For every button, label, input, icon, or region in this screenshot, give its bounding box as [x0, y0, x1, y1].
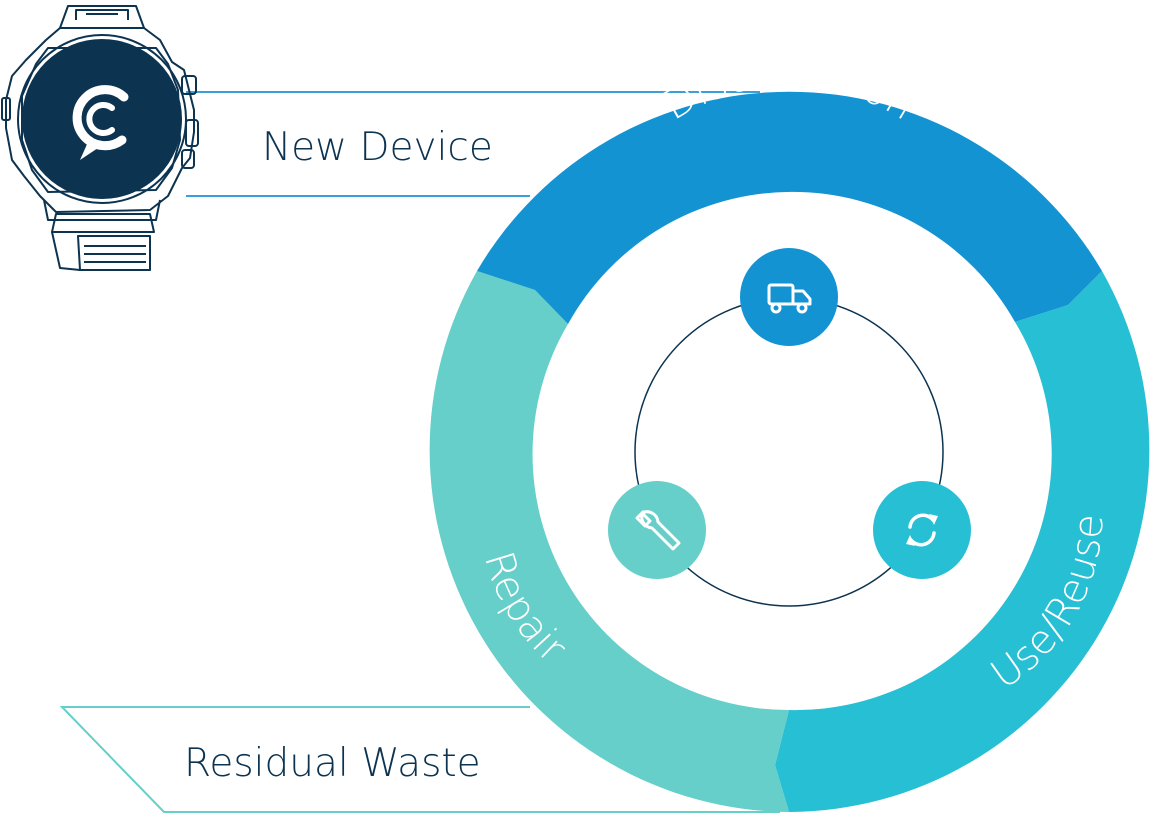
new-device-banner: New Device	[186, 91, 760, 197]
distribution-segment[interactable]	[477, 91, 1102, 324]
residual-waste-banner: Residual Waste	[59, 706, 780, 813]
refresh-icon[interactable]	[873, 481, 971, 579]
truck-icon[interactable]	[740, 248, 838, 346]
smartwatch-icon	[1, 5, 199, 271]
chat-c-logo-icon	[17, 34, 187, 204]
use-reuse-segment[interactable]	[775, 271, 1150, 812]
repair-segment[interactable]	[429, 271, 789, 812]
lifecycle-ring	[429, 91, 1150, 812]
new-device-label: New Device	[262, 125, 493, 170]
residual-waste-label: Residual Waste	[184, 741, 481, 786]
wrench-icon[interactable]	[608, 481, 706, 579]
